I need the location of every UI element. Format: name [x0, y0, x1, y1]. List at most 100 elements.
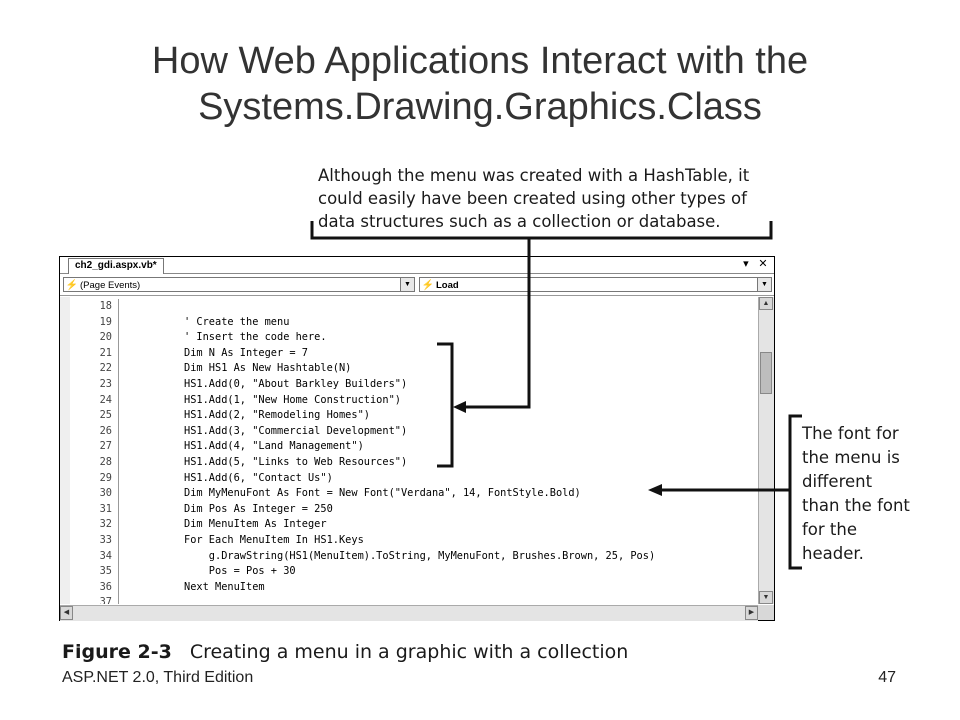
gutter-separator — [118, 532, 119, 549]
callout-line: Although the menu was created with a Has… — [318, 166, 750, 185]
gutter-separator — [118, 579, 119, 596]
gutter-separator — [118, 299, 119, 315]
top-callout-bracket — [310, 221, 773, 240]
gutter-separator — [118, 470, 119, 487]
slide-title-line1: How Web Applications Interact with the — [151, 40, 809, 82]
arrowhead-icon — [648, 484, 662, 496]
line-number: 21 — [99, 346, 112, 359]
code-text: HS1.Add(1, "New Home Construction") — [184, 393, 401, 406]
line-number: 22 — [99, 362, 112, 375]
code-text: ' Create the menu — [184, 315, 290, 328]
hashtable-leader-line — [462, 238, 531, 409]
scroll-right-button[interactable]: ▶ — [745, 606, 758, 620]
line-number: 25 — [99, 409, 112, 422]
gutter-separator — [118, 423, 119, 440]
callout-line: header. — [802, 544, 864, 563]
line-number: 33 — [99, 533, 112, 546]
gutter-separator — [118, 595, 119, 604]
indicator-margin — [60, 297, 70, 604]
callout-line: could easily have been created using oth… — [318, 189, 747, 208]
line-number: 37 — [99, 596, 112, 604]
code-text: Dim MenuItem As Integer — [184, 518, 327, 531]
gutter-separator — [118, 392, 119, 409]
callout-line: The font for — [802, 424, 899, 443]
code-text: Next MenuItem — [184, 580, 265, 593]
gutter-separator — [118, 408, 119, 424]
slide-title: How Web Applications Interact with the S… — [0, 38, 960, 130]
file-tab[interactable]: ch2_gdi.aspx.vb* — [68, 258, 164, 274]
line-number: 24 — [99, 393, 112, 406]
code-text: HS1.Add(6, "Contact Us") — [184, 471, 333, 484]
vertical-scrollbar[interactable]: ▲ ▼ — [758, 297, 774, 604]
page-number: 47 — [878, 669, 896, 686]
scroll-up-button[interactable]: ▲ — [759, 297, 773, 310]
horizontal-scrollbar[interactable]: ◀ ▶ — [60, 605, 758, 621]
gutter-separator — [118, 501, 119, 518]
gutter-separator — [118, 361, 119, 377]
close-icon[interactable]: ✕ — [758, 258, 768, 270]
line-number: 19 — [99, 315, 112, 328]
footer-book-title: ASP.NET 2.0, Third Edition — [62, 669, 254, 686]
code-text: ' Insert the code here. — [184, 331, 327, 344]
line-number: 28 — [99, 455, 112, 468]
callout-line: for the — [802, 520, 858, 539]
code-editor-window: ch2_gdi.aspx.vb* ▾ ✕ ⚡(Page Events) ▼ ⚡L… — [59, 256, 775, 621]
code-text: HS1.Add(4, "Land Management") — [184, 440, 364, 453]
callout-line: than the font — [802, 496, 910, 515]
chevron-down-icon[interactable]: ▼ — [757, 278, 771, 291]
scroll-left-button[interactable]: ◀ — [60, 606, 73, 620]
callout-line: data structures such as a collection or … — [318, 212, 721, 231]
gutter-separator — [118, 517, 119, 533]
line-number: 18 — [99, 300, 112, 312]
gutter-separator — [118, 345, 119, 362]
chevron-down-icon[interactable]: ▼ — [400, 278, 414, 291]
scrollbar-thumb[interactable] — [760, 352, 772, 394]
hashtable-callout: Although the menu was created with a Has… — [318, 164, 788, 233]
navigation-bar: ⚡(Page Events) ▼ ⚡Load ▼ — [60, 275, 774, 296]
gutter-separator — [118, 564, 119, 580]
scroll-down-button[interactable]: ▼ — [759, 591, 773, 604]
code-text: For Each MenuItem In HS1.Keys — [184, 533, 364, 546]
code-text: HS1.Add(0, "About Barkley Builders") — [184, 377, 408, 390]
line-number: 34 — [99, 549, 112, 562]
figure-number: Figure 2-3 — [62, 641, 172, 663]
code-text: Dim HS1 As New Hashtable(N) — [184, 362, 352, 375]
code-text: Dim Pos As Integer = 250 — [184, 502, 333, 515]
chevron-down-icon[interactable]: ▾ — [743, 258, 749, 270]
line-number: 29 — [99, 471, 112, 484]
gutter-separator — [118, 314, 119, 331]
window-buttons: ▾ ✕ — [739, 257, 770, 272]
line-number: 32 — [99, 518, 112, 531]
code-text: HS1.Add(2, "Remodeling Homes") — [184, 409, 370, 422]
code-text: HS1.Add(3, "Commercial Development") — [184, 424, 408, 437]
figure-caption: Figure 2-3 Creating a menu in a graphic w… — [62, 640, 628, 664]
line-number: 26 — [99, 424, 112, 437]
code-text: Pos = Pos + 30 — [184, 565, 296, 578]
class-name-dropdown[interactable]: ⚡(Page Events) ▼ — [63, 277, 415, 292]
gutter-separator — [118, 486, 119, 502]
line-number: 36 — [99, 580, 112, 593]
lightning-icon: ⚡ — [65, 280, 79, 291]
method-name-value: Load — [436, 280, 459, 291]
scrollbar-corner — [758, 605, 774, 620]
method-name-dropdown[interactable]: ⚡Load ▼ — [419, 277, 772, 292]
editor-tab-bar: ch2_gdi.aspx.vb* ▾ ✕ — [60, 257, 774, 274]
line-number: 23 — [99, 377, 112, 390]
gutter-separator — [118, 376, 119, 393]
line-number: 31 — [99, 502, 112, 515]
arrowhead-icon — [453, 401, 466, 413]
callout-line: the menu is — [802, 448, 900, 467]
lightning-icon: ⚡ — [421, 280, 435, 291]
callout-line: different — [802, 472, 873, 491]
gutter-separator — [118, 439, 119, 455]
line-number: 35 — [99, 565, 112, 578]
code-text: HS1.Add(5, "Links to Web Resources") — [184, 455, 408, 468]
hashtable-bracket — [437, 342, 454, 468]
slide-title-line2: Systems.Drawing.Graphics.Class — [198, 86, 762, 128]
font-callout-bracket — [788, 414, 802, 570]
figure-caption-text: Creating a menu in a graphic with a coll… — [189, 641, 629, 663]
gutter-separator — [118, 454, 119, 471]
class-name-value: (Page Events) — [80, 280, 141, 291]
